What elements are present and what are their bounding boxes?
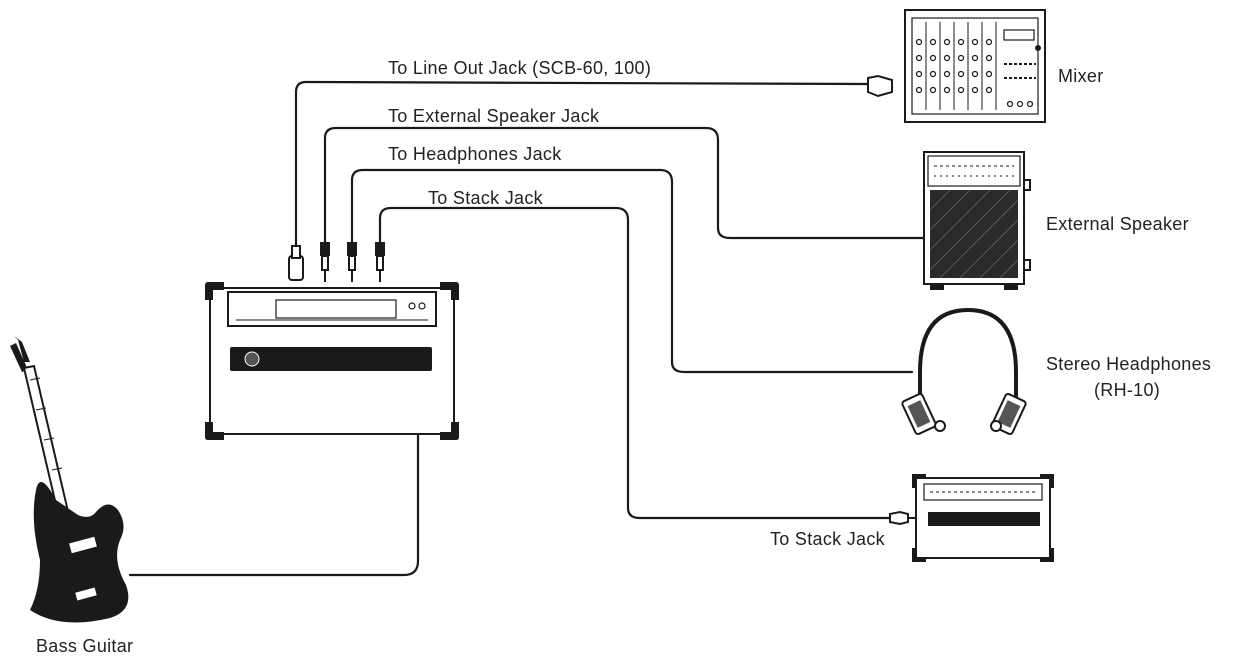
bass-guitar-icon xyxy=(10,336,129,623)
label-external-speaker-jack: To External Speaker Jack xyxy=(388,106,600,126)
label-bass-guitar: Bass Guitar xyxy=(36,636,133,656)
ext-speaker-plug xyxy=(320,242,330,282)
headphones-device xyxy=(901,307,1027,435)
label-external-speaker: External Speaker xyxy=(1046,214,1189,234)
label-stereo-headphones: Stereo Headphones xyxy=(1046,354,1211,374)
label-mixer: Mixer xyxy=(1058,66,1104,86)
line-out-cable xyxy=(294,80,870,260)
left-earcup xyxy=(901,393,946,435)
line-out-plug xyxy=(288,255,304,281)
mixer-channel-strips xyxy=(915,22,1041,110)
amp-plugs xyxy=(288,242,423,376)
label-headphones-jack: To Headphones Jack xyxy=(388,144,562,164)
labels: To Line Out Jack (SCB-60, 100) To Extern… xyxy=(36,58,1211,656)
external-speaker-device xyxy=(923,151,1031,290)
stack-amplifier xyxy=(889,474,1054,562)
stack-plug xyxy=(375,242,385,282)
headphones-plug xyxy=(347,242,357,282)
cables xyxy=(128,80,926,577)
label-stack-jack-bottom: To Stack Jack xyxy=(770,529,886,549)
mixer-device xyxy=(867,9,1046,123)
bass-amplifier xyxy=(205,282,459,440)
label-headphones-model: (RH-10) xyxy=(1094,380,1160,400)
guitar-cable xyxy=(128,368,420,577)
right-earcup xyxy=(990,393,1027,435)
label-line-out-jack: To Line Out Jack (SCB-60, 100) xyxy=(388,58,651,78)
stack-cable xyxy=(378,206,902,520)
external-speaker-cable xyxy=(323,126,926,248)
label-stack-jack-top: To Stack Jack xyxy=(428,188,544,208)
speaker-grille xyxy=(930,190,1018,278)
headphones-cable xyxy=(350,168,914,374)
